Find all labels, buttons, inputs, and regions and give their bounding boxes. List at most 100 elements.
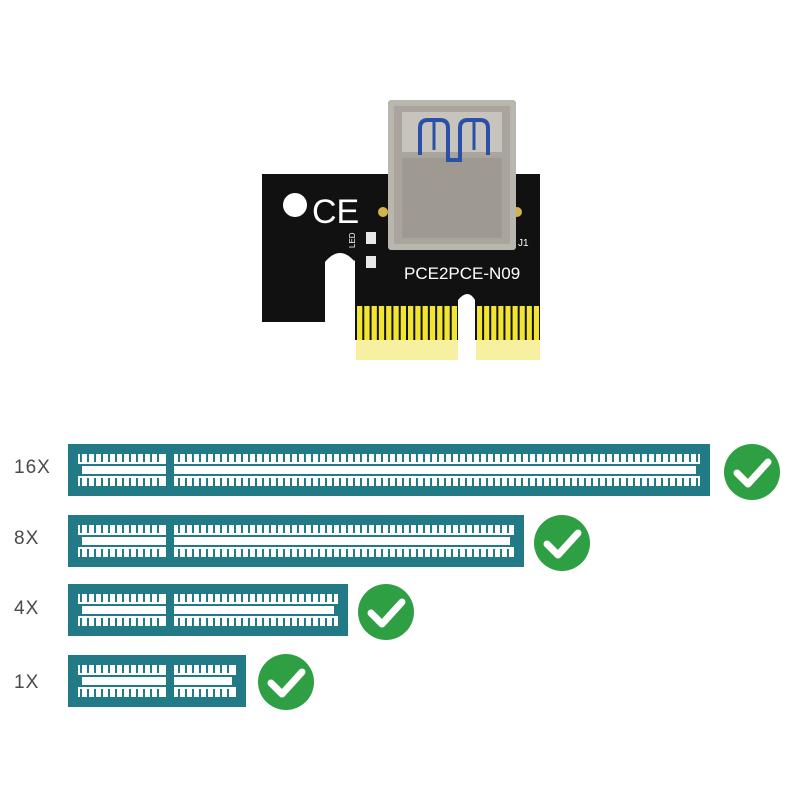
slot-pin	[192, 454, 194, 462]
slot-pin	[248, 478, 250, 486]
slot-pin	[402, 549, 404, 557]
slot-pin	[115, 689, 117, 697]
slot-pin	[297, 618, 299, 626]
slot-pin	[150, 665, 152, 673]
slot-pin	[262, 454, 264, 462]
slot-pin	[227, 454, 229, 462]
slot-pin	[437, 525, 439, 533]
slot-pin	[647, 454, 649, 462]
gold-finger	[422, 306, 428, 352]
pcie-slot-16x	[68, 444, 710, 496]
slot-pin	[129, 594, 131, 602]
slot-pin	[206, 454, 208, 462]
slot-pin	[269, 525, 271, 533]
slot-pin	[234, 549, 236, 557]
slot-pin	[290, 454, 292, 462]
slot-pin	[276, 549, 278, 557]
slot-pin	[409, 549, 411, 557]
slot-pin	[465, 454, 467, 462]
slot-pin	[115, 549, 117, 557]
slot-key	[166, 448, 174, 492]
slot-pin	[220, 665, 222, 673]
slot-pin	[640, 454, 642, 462]
slot-pin	[220, 454, 222, 462]
slot-pin	[584, 478, 586, 486]
slot-pin	[206, 478, 208, 486]
slot-pin	[269, 549, 271, 557]
slot-key	[166, 588, 174, 632]
slot-pin	[304, 525, 306, 533]
slot-pin	[339, 478, 341, 486]
slot-pin	[213, 478, 215, 486]
slot-pin	[444, 454, 446, 462]
gold-finger	[429, 306, 436, 352]
slot-pin	[556, 454, 558, 462]
slot-pin	[87, 665, 89, 673]
slot-pin	[556, 478, 558, 486]
slot-pin	[339, 454, 341, 462]
gold-finger	[526, 306, 532, 352]
slot-pin	[199, 689, 201, 697]
slot-pin	[479, 549, 481, 557]
slot-pin	[143, 689, 145, 697]
slot-pin	[367, 454, 369, 462]
slot-pin	[129, 525, 131, 533]
slot-pin	[311, 478, 313, 486]
slot-pin	[206, 665, 208, 673]
slot-pin	[276, 478, 278, 486]
slot-pin	[486, 454, 488, 462]
slot-pin	[199, 665, 201, 673]
slot-pin	[157, 665, 159, 673]
slot-pin	[381, 454, 383, 462]
slot-pin	[346, 478, 348, 486]
slot-pin	[136, 525, 138, 533]
slot-pin	[227, 478, 229, 486]
slot-pin	[129, 618, 131, 626]
slot-pin	[290, 549, 292, 557]
slot-pin	[311, 525, 313, 533]
slot-pin	[451, 454, 453, 462]
slot-pin	[353, 478, 355, 486]
slot-pin	[591, 478, 593, 486]
slot-pin	[612, 478, 614, 486]
slot-pin	[500, 549, 502, 557]
pcie-slot-1x	[68, 655, 246, 707]
gold-finger	[400, 306, 406, 352]
slot-pin	[101, 549, 103, 557]
slot-pin	[150, 689, 152, 697]
usb3-port	[388, 100, 516, 250]
slot-pin	[325, 618, 327, 626]
slot-pin	[388, 478, 390, 486]
gold-finger	[371, 306, 377, 352]
gold-finger	[491, 306, 497, 352]
slot-pin	[255, 478, 257, 486]
gold-finger	[408, 306, 414, 352]
slot-pin	[332, 525, 334, 533]
slot-pin	[507, 549, 509, 557]
slot-pin	[108, 665, 110, 673]
gold-finger	[505, 306, 511, 352]
slot-pin	[493, 549, 495, 557]
slot-pin	[80, 525, 82, 533]
slot-pin	[542, 478, 544, 486]
slot-pin	[192, 618, 194, 626]
slot-pin	[374, 525, 376, 533]
slot-pin	[598, 454, 600, 462]
slot-pin	[437, 478, 439, 486]
slot-pin	[325, 549, 327, 557]
slot-pin	[206, 594, 208, 602]
slot-pin	[143, 454, 145, 462]
slot-pin	[94, 618, 96, 626]
slot-pin	[479, 525, 481, 533]
slot-pin	[178, 618, 180, 626]
gold-finger	[378, 306, 385, 352]
slot-pin	[367, 549, 369, 557]
slot-pin	[185, 618, 187, 626]
pcie-slot-8x	[68, 515, 524, 567]
slot-pin	[381, 549, 383, 557]
slot-key	[166, 659, 174, 703]
slot-pin	[192, 689, 194, 697]
slot-pin	[353, 549, 355, 557]
slot-pin	[318, 594, 320, 602]
slot-pin	[234, 478, 236, 486]
